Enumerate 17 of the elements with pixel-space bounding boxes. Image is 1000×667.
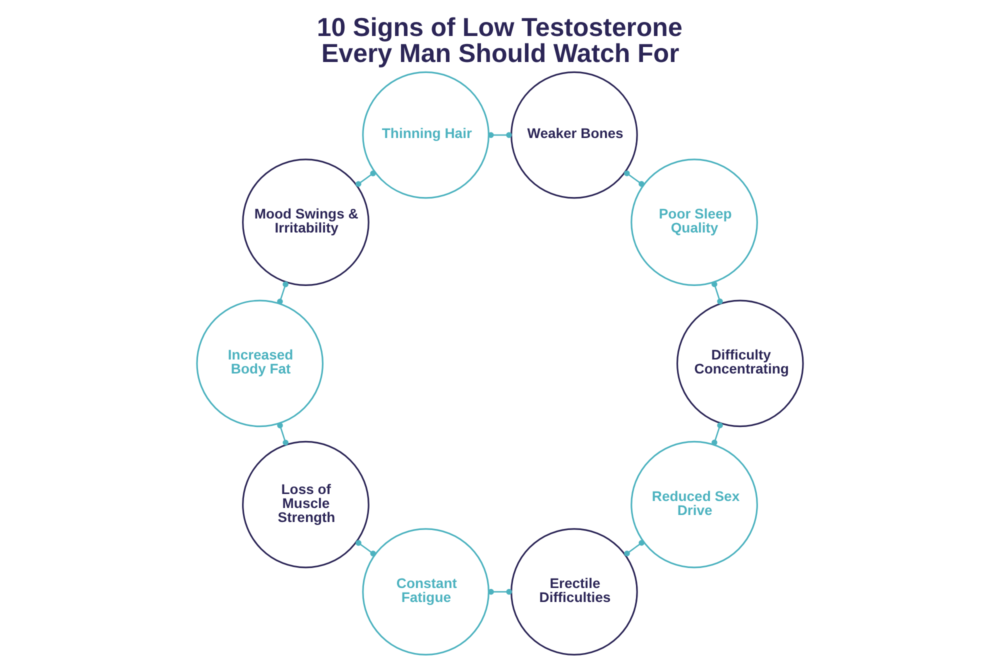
- connector: [488, 588, 512, 595]
- connector: [277, 422, 288, 446]
- node-circle: Constant Fatigue: [362, 528, 490, 656]
- connector: [277, 281, 288, 304]
- connector: [624, 540, 644, 556]
- connector: [712, 422, 723, 446]
- connector: [712, 281, 723, 304]
- connector: [624, 170, 644, 187]
- node-circle: Poor Sleep Quality: [630, 158, 758, 286]
- connector: [356, 170, 376, 187]
- node-circle: Mood Swings & Irritability: [242, 158, 370, 286]
- connector: [488, 132, 512, 138]
- connector: [356, 540, 376, 556]
- node-circle: Erectile Difficulties: [510, 528, 638, 656]
- node-circle: Thinning Hair: [362, 71, 490, 199]
- node-circle: Weaker Bones: [510, 71, 638, 199]
- diagram-title: 10 Signs of Low Testosterone Every Man Should Watch For: [316, 14, 682, 68]
